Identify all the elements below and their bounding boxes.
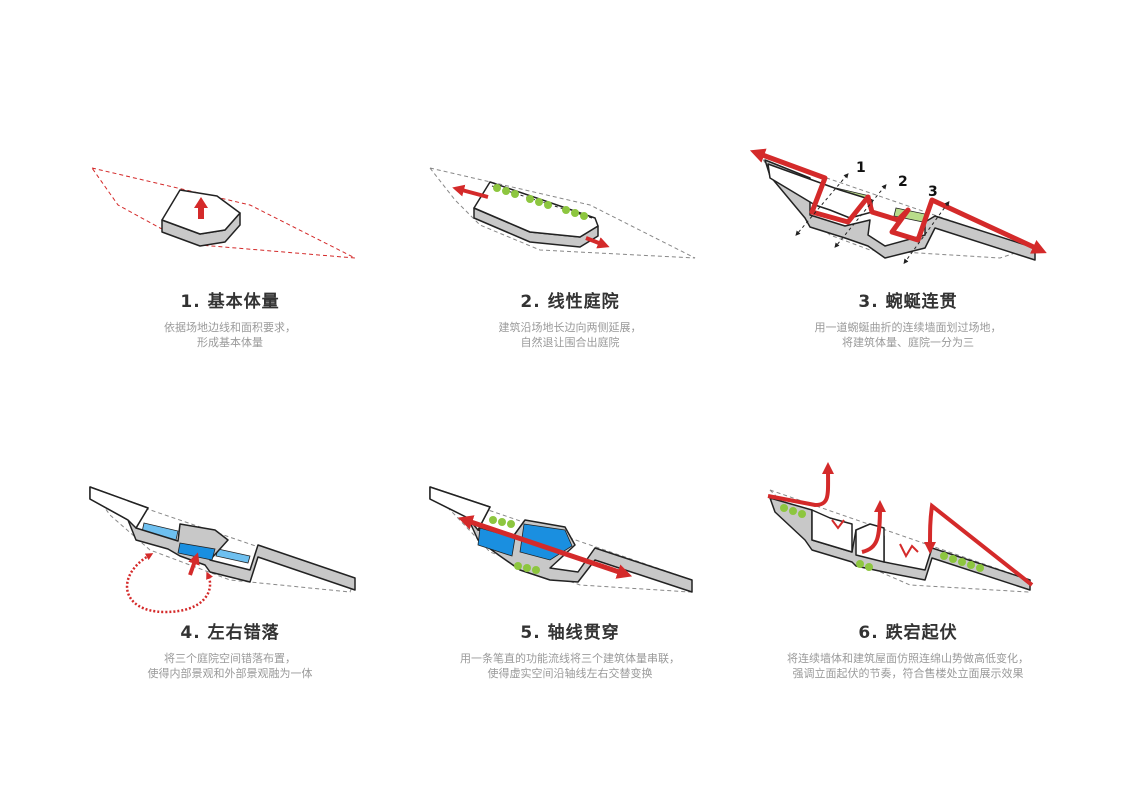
panel-6-caption: 6. 跌宕起伏 将连续墙体和建筑屋面仿照连绵山势做高低变化， 强调立面起伏的节奏… — [758, 618, 1058, 681]
rising-line-3 — [924, 502, 1034, 587]
zigzag-volume — [89, 486, 356, 591]
panel-4-description: 将三个庭院空间错落布置， 使得内部景观和外部景观融为一体 — [80, 651, 380, 681]
panel-5-desc-line-1: 用一条笔直的功能流线将三个建筑体量串联， — [460, 652, 680, 665]
panel-2-desc-line-2: 自然退让围合出庭院 — [520, 336, 620, 349]
rising-line-1 — [767, 462, 835, 508]
panel-5-description: 用一条笔直的功能流线将三个建筑体量串联， 使得虚实空间沿轴线左右交替变换 — [420, 651, 720, 681]
panel-1-description: 依据场地边线和面积要求， 形成基本体量 — [80, 320, 380, 350]
rising-line-2 — [861, 500, 886, 554]
panel-6-desc-line-2: 强调立面起伏的节奏，符合售楼处立面展示效果 — [792, 667, 1024, 680]
panel-4-caption: 4. 左右错落 将三个庭院空间错落布置， 使得内部景观和外部景观融为一体 — [80, 618, 380, 681]
axis-arrow — [457, 515, 633, 579]
panel-5-desc-line-2: 使得虚实空间沿轴线左右交替变换 — [487, 667, 653, 680]
section-number-3: 3 — [928, 184, 938, 200]
panel-4-diagram — [89, 486, 356, 614]
panel-2-diagram — [428, 167, 696, 259]
panel-5-diagram — [429, 486, 693, 593]
tree-clusters — [780, 504, 984, 572]
dotted-loop-arrow — [125, 553, 213, 614]
panel-3-description: 用一道蜿蜒曲折的连续墙面划过场地， 将建筑体量、庭院一分为三 — [758, 320, 1058, 350]
panel-3-caption: 3. 蜿蜒连贯 用一道蜿蜒曲折的连续墙面划过场地， 将建筑体量、庭院一分为三 — [758, 287, 1058, 350]
panel-2-description: 建筑沿场地长边向两侧延展， 自然退让围合出庭院 — [420, 320, 720, 350]
panel-1-diagram — [90, 167, 356, 259]
panel-2-caption: 2. 线性庭院 建筑沿场地长边向两侧延展， 自然退让围合出庭院 — [420, 287, 720, 350]
panel-6-title: 6. 跌宕起伏 — [858, 623, 958, 643]
panel-5-caption: 5. 轴线贯穿 用一条笔直的功能流线将三个建筑体量串联， 使得虚实空间沿轴线左右… — [420, 618, 720, 681]
panel-4-title: 4. 左右错落 — [180, 623, 280, 643]
up-arrow — [194, 197, 208, 219]
panel-3-desc-line-1: 用一道蜿蜒曲折的连续墙面划过场地， — [814, 321, 1002, 334]
section-lines — [795, 173, 950, 265]
expand-right-arrow — [585, 236, 610, 249]
wave-line — [831, 519, 919, 559]
panel-1-caption: 1. 基本体量 依据场地边线和面积要求， 形成基本体量 — [80, 287, 380, 350]
site-boundary — [428, 167, 696, 259]
panel-1-desc-line-1: 依据场地边线和面积要求， — [164, 321, 296, 334]
panel-2-title: 2. 线性庭院 — [520, 292, 620, 312]
panel-6-description: 将连续墙体和建筑屋面仿照连绵山势做高低变化， 强调立面起伏的节奏，符合售楼处立面… — [758, 651, 1058, 681]
panel-6-diagram — [767, 462, 1034, 593]
panel-3-title: 3. 蜿蜒连贯 — [858, 292, 958, 312]
panel-1-title: 1. 基本体量 — [180, 292, 280, 312]
section-number-1: 1 — [856, 160, 866, 176]
panel-1-desc-line-2: 形成基本体量 — [197, 336, 263, 349]
linear-volume — [473, 181, 599, 248]
panel-4-desc-line-2: 使得内部景观和外部景观融为一体 — [147, 667, 313, 680]
expand-left-arrow — [452, 184, 489, 199]
panel-3-desc-line-2: 将建筑体量、庭院一分为三 — [842, 336, 974, 349]
tree-row — [493, 184, 588, 220]
panel-6-desc-line-1: 将连续墙体和建筑屋面仿照连绵山势做高低变化， — [787, 652, 1029, 665]
panel-3-diagram: 1 2 3 — [749, 148, 1047, 265]
site-boundary — [429, 489, 693, 593]
panel-5-title: 5. 轴线贯穿 — [520, 623, 620, 643]
base-volume — [161, 189, 241, 247]
panel-4-desc-line-1: 将三个庭院空间错落布置， — [164, 652, 296, 665]
section-numbers: 1 2 3 — [856, 160, 938, 200]
panel-2-desc-line-1: 建筑沿场地长边向两侧延展， — [498, 321, 642, 334]
section-number-2: 2 — [898, 174, 908, 190]
